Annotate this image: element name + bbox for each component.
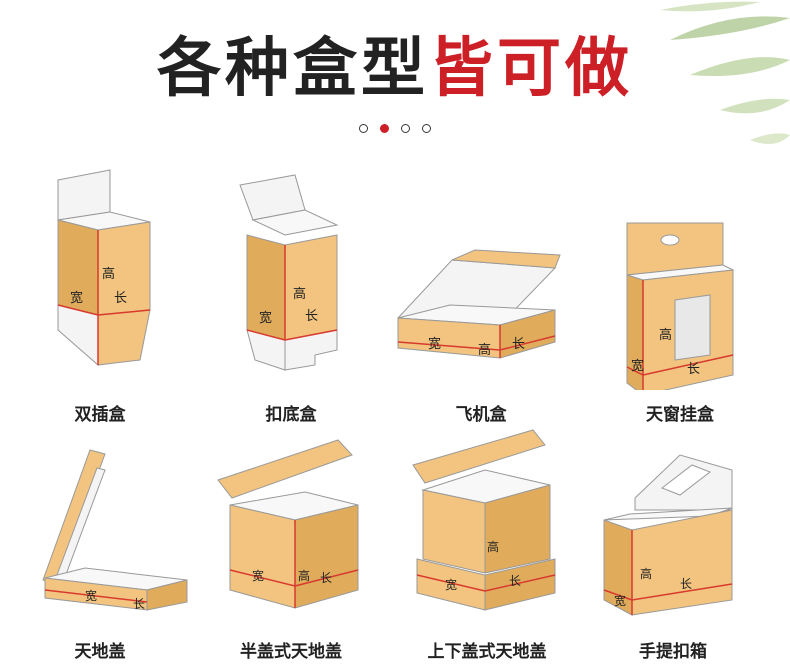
box3-height-label: 高 xyxy=(478,342,491,358)
box-name-6: 半盖式天地盖 xyxy=(240,642,342,662)
handle-box-illustration: 高 宽 长 xyxy=(603,454,733,616)
box8-width-label: 宽 xyxy=(614,593,626,608)
leaf-decoration xyxy=(660,1,790,144)
box1-length-label: 长 xyxy=(114,291,127,306)
box8-length-label: 长 xyxy=(680,577,692,591)
box-name-7: 上下盖式天地盖 xyxy=(427,642,547,662)
box8-height-label: 高 xyxy=(640,566,652,581)
title-dark-part: 各种盒型 xyxy=(157,32,429,106)
box6-length-label: 长 xyxy=(320,571,332,585)
pager-dots xyxy=(0,124,790,133)
box2-width-label: 宽 xyxy=(259,310,272,326)
box5-length-label: 长 xyxy=(133,597,145,611)
top-bottom-lid-box-illustration: 高 宽 长 xyxy=(412,429,556,611)
box5-width-label: 宽 xyxy=(85,588,97,603)
box7-height-label: 高 xyxy=(487,539,499,554)
box3-width-label: 宽 xyxy=(428,336,441,352)
box7-length-label: 长 xyxy=(509,574,521,588)
box4-length-label: 长 xyxy=(687,362,700,377)
box2-length-label: 长 xyxy=(305,309,318,324)
lid-base-box-illustration: 宽 长 xyxy=(42,449,188,611)
box1-width-label: 宽 xyxy=(70,290,83,306)
box-name-8: 手提扣箱 xyxy=(639,642,707,662)
mailer-box-illustration: 高 宽 长 xyxy=(396,249,561,359)
page-title: 各种盒型皆可做 xyxy=(0,30,790,108)
box6-width-label: 宽 xyxy=(252,568,264,583)
window-hanging-box-illustration: 高 宽 长 xyxy=(626,222,735,390)
box7-width-label: 宽 xyxy=(445,577,457,592)
box6-height-label: 高 xyxy=(298,568,310,583)
box-name-4: 天窗挂盒 xyxy=(646,405,714,425)
box-name-2: 扣底盒 xyxy=(265,405,317,425)
pager-dot-2[interactable] xyxy=(380,124,389,133)
lock-bottom-box-illustration: 高 宽 长 xyxy=(239,174,339,371)
box1-height-label: 高 xyxy=(102,266,115,282)
box4-width-label: 宽 xyxy=(631,358,644,374)
box2-height-label: 高 xyxy=(293,286,306,302)
pager-dot-3[interactable] xyxy=(401,124,410,133)
box-name-1: 双插盒 xyxy=(74,405,126,425)
box-name-5: 天地盖 xyxy=(74,642,126,662)
title-red-part: 皆可做 xyxy=(429,32,633,106)
pager-dot-4[interactable] xyxy=(422,124,431,133)
half-lid-base-box-illustration: 高 宽 长 xyxy=(217,439,359,609)
box3-length-label: 长 xyxy=(512,337,525,352)
box-name-3: 飞机盒 xyxy=(455,405,507,425)
box4-height-label: 高 xyxy=(659,327,672,343)
pager-dot-1[interactable] xyxy=(359,124,368,133)
double-tuck-box-illustration: 高 宽 长 xyxy=(57,169,151,367)
